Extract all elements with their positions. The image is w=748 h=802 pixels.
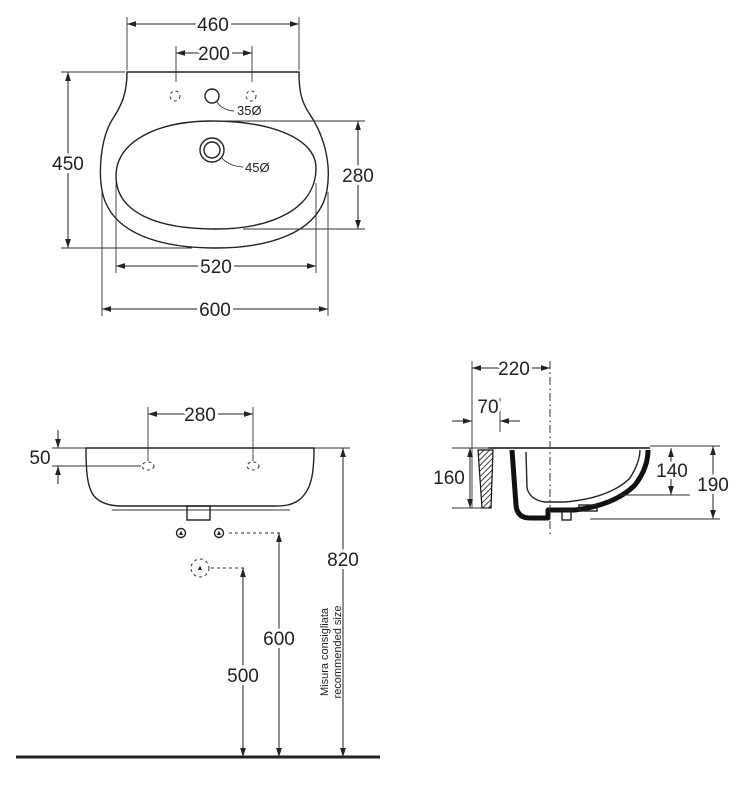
supply-symbol-right	[213, 527, 225, 539]
supply-symbol-left	[175, 527, 187, 539]
dim-label-600-supply: 600	[263, 629, 295, 650]
front-hole-left	[141, 461, 155, 471]
dim-label-220: 220	[498, 359, 530, 380]
dim-label-450: 450	[52, 154, 84, 175]
dim-600-width: 600	[101, 192, 329, 324]
dim-820: 820	[314, 447, 362, 757]
optional-hole-right	[245, 90, 257, 102]
drain-hole-label: 45Ø	[245, 160, 270, 175]
dim-200: 200	[175, 41, 253, 82]
dim-600-supply: 600	[260, 533, 298, 757]
dim-520: 520	[115, 183, 317, 281]
drain-outer-circle	[199, 137, 225, 163]
dim-140: 140	[620, 448, 691, 496]
dim-label-460: 460	[197, 15, 229, 36]
recommended-size-note-en: recommended size	[332, 606, 344, 699]
basin-section-inner	[525, 449, 641, 503]
basin-outline-front	[85, 447, 315, 507]
dim-280-bowl: 280	[214, 120, 377, 230]
recommended-size-note-it: Misura consigliata	[319, 607, 331, 696]
callout-drain: 45Ø	[220, 156, 272, 177]
drain-inner-circle	[203, 141, 221, 159]
basin-section-outer	[509, 449, 651, 521]
dim-70: 70	[452, 394, 520, 432]
side-drain-stub	[561, 509, 572, 521]
dim-label-280-holes: 280	[184, 405, 216, 426]
dim-label-140: 140	[656, 461, 688, 482]
callout-tap-hole: 35Ø	[216, 101, 264, 120]
front-hole-right	[246, 461, 260, 471]
side-view: 220 70 160 140 190	[430, 356, 732, 536]
dim-label-50: 50	[29, 448, 50, 469]
dim-label-520: 520	[200, 257, 232, 278]
waste-symbol	[190, 558, 210, 578]
dim-280-holes: 280	[147, 402, 254, 461]
basin-outline-top	[99, 71, 329, 249]
bowl-outline-top	[115, 120, 317, 230]
wall-bracket	[477, 449, 494, 509]
dim-450: 450	[49, 71, 192, 249]
drain-stub	[186, 505, 211, 521]
dim-label-70: 70	[477, 397, 498, 418]
top-view: 460 200 35Ø 45Ø 450	[49, 12, 377, 324]
side-overflow-stub	[578, 504, 598, 512]
tap-hole-label: 35Ø	[237, 103, 262, 118]
dim-label-190: 190	[697, 475, 729, 496]
dim-label-500: 500	[227, 666, 259, 687]
dim-160: 160	[430, 447, 490, 509]
front-view: 280 50 820 600 500 Misura consigliata re…	[16, 402, 380, 759]
dim-label-280-bowl: 280	[342, 166, 374, 187]
dim-label-160: 160	[433, 468, 465, 489]
dim-label-600-width: 600	[199, 300, 231, 321]
dim-label-200: 200	[198, 44, 230, 65]
dim-50: 50	[26, 430, 141, 484]
dim-460: 460	[126, 12, 300, 70]
tap-hole	[204, 88, 220, 104]
dim-500: 500	[224, 568, 262, 757]
dim-label-820: 820	[327, 550, 359, 571]
dim-190: 190	[590, 445, 732, 520]
optional-hole-left	[169, 90, 181, 102]
